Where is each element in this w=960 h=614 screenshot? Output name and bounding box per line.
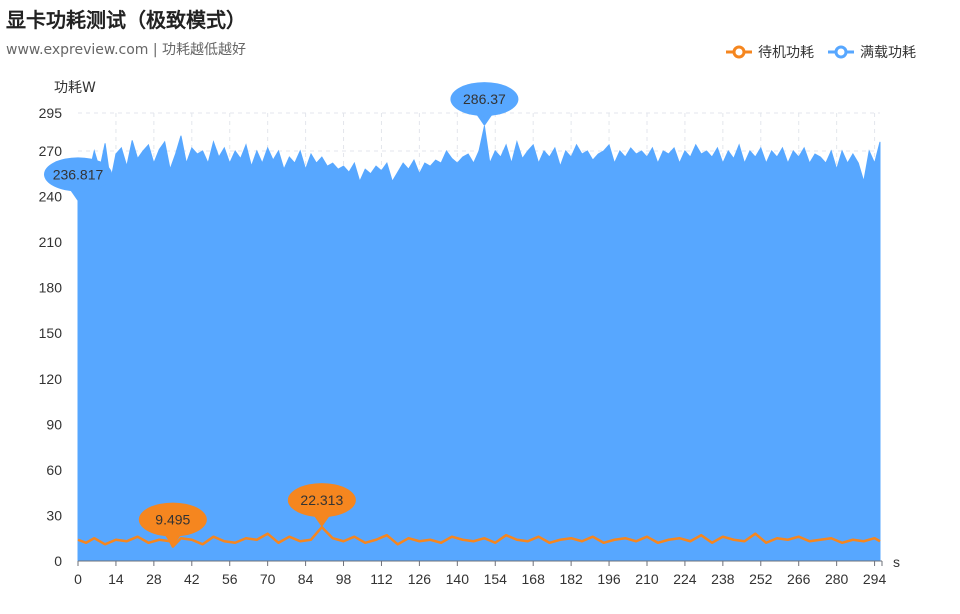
x-axis-label: s — [893, 554, 900, 570]
marker-min-2-pin — [163, 533, 182, 547]
marker-max-1-label: 286.37 — [463, 91, 506, 107]
x-tick-label-7: 98 — [336, 571, 352, 587]
y-tick-label-7: 210 — [39, 234, 63, 250]
x-tick-label-11: 154 — [484, 571, 508, 587]
x-tick-label-12: 168 — [522, 571, 546, 587]
y-tick-label-10: 295 — [39, 105, 63, 121]
marker-max-3-label: 22.313 — [300, 492, 343, 508]
marker-max-1-pin — [475, 113, 494, 127]
y-tick-label-6: 180 — [39, 280, 63, 296]
x-tick-label-19: 266 — [787, 571, 811, 587]
x-tick-label-20: 280 — [825, 571, 849, 587]
y-tick-label-4: 120 — [39, 371, 63, 387]
x-tick-label-10: 140 — [446, 571, 470, 587]
y-tick-label-9: 270 — [39, 143, 63, 159]
legend-load-label: 满载功耗 — [860, 45, 916, 61]
legend-idle-marker-icon — [726, 45, 752, 59]
x-tick-label-2: 28 — [146, 571, 162, 587]
x-tick-label-3: 42 — [184, 571, 200, 587]
x-tick-label-16: 224 — [673, 571, 697, 587]
y-tick-label-0: 0 — [54, 553, 62, 569]
marker-max-3-bubble — [287, 483, 356, 518]
series-load-area — [77, 125, 881, 562]
x-tick-label-4: 56 — [222, 571, 238, 587]
y-tick-label-2: 60 — [46, 462, 62, 478]
y-tick-label-3: 90 — [46, 416, 62, 432]
y-axis-label: 功耗W — [54, 80, 96, 96]
marker-max-1-bubble — [450, 82, 519, 117]
chart-title: 显卡功耗测试（极致模式） — [6, 8, 246, 32]
x-tick-label-13: 182 — [559, 571, 583, 587]
y-tick-label-1: 30 — [46, 507, 62, 523]
x-tick-label-1: 14 — [108, 571, 124, 587]
x-tick-label-17: 238 — [711, 571, 735, 587]
x-tick-label-21: 294 — [863, 571, 887, 587]
x-tick-label-15: 210 — [635, 571, 659, 587]
legend-idle-label: 待机功耗 — [758, 45, 814, 61]
marker-min-0-bubble — [44, 157, 112, 192]
x-tick-label-9: 126 — [408, 571, 432, 587]
marker-min-2-bubble — [138, 502, 207, 537]
y-tick-label-8: 240 — [39, 189, 63, 205]
y-tick-label-5: 150 — [39, 325, 63, 341]
series-idle-line — [77, 525, 881, 548]
x-tick-label-6: 84 — [298, 571, 314, 587]
marker-min-0-label: 236.817 — [53, 166, 104, 182]
legend-item-idle[interactable]: 待机功耗 — [726, 42, 814, 62]
x-tick-label-8: 112 — [370, 571, 393, 587]
legend-item-load[interactable]: 满载功耗 — [828, 42, 916, 62]
marker-max-3-pin — [312, 514, 331, 528]
marker-min-2-label: 9.495 — [155, 512, 190, 528]
legend-load-marker-icon — [828, 45, 854, 59]
x-tick-label-18: 252 — [749, 571, 773, 587]
chart-subtitle: www.expreview.com | 功耗越低越好 — [6, 42, 247, 58]
marker-min-0-pin — [69, 188, 87, 202]
x-tick-label-0: 0 — [74, 571, 82, 587]
x-tick-label-14: 196 — [597, 571, 621, 587]
legend: 待机功耗 满载功耗 — [726, 42, 916, 62]
x-tick-label-5: 70 — [260, 571, 276, 587]
